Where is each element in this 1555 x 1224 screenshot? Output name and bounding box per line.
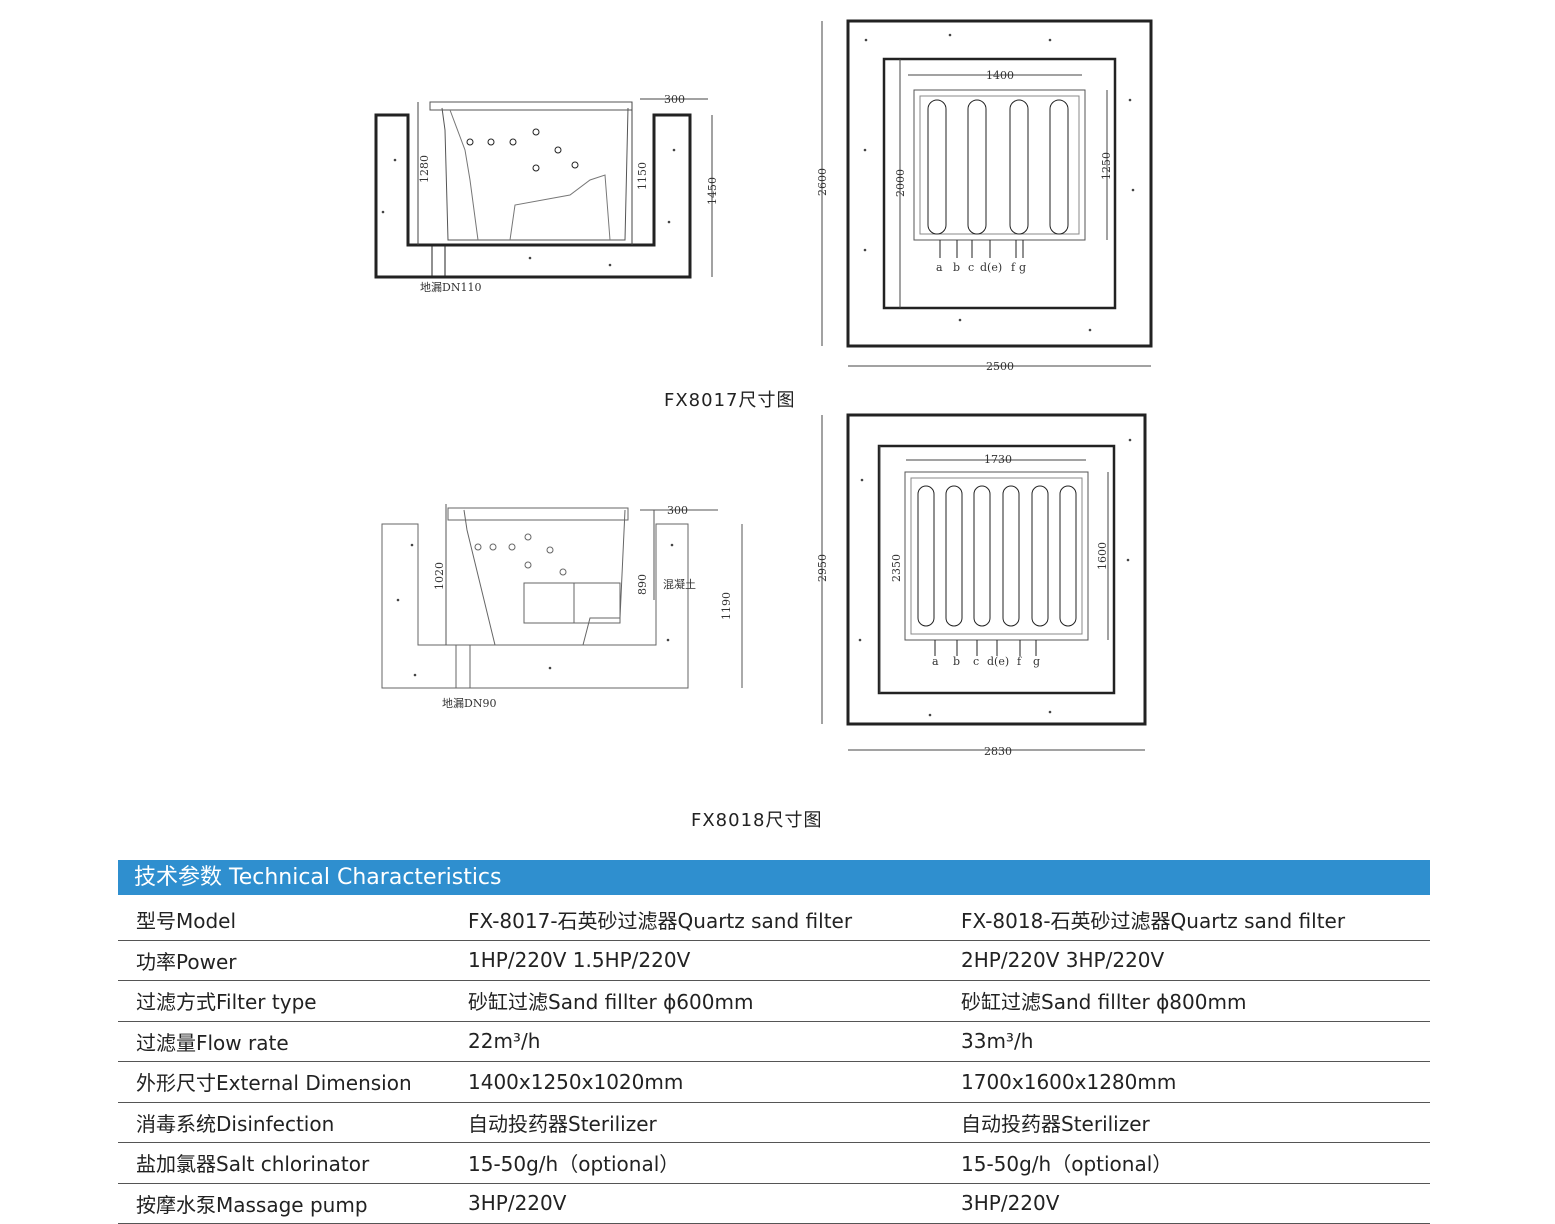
fx8018-plan-view [821, 413, 1147, 751]
spec-label: 消毒系统Disinfection [118, 1102, 450, 1143]
spec-value-fx8017: 22m³/h [450, 1021, 943, 1062]
spec-label: 功率Power [118, 940, 450, 981]
fx8018-port-labels: a b c d(e) f g [932, 655, 1040, 668]
fx8017-drain-label: 地漏DN110 [420, 281, 481, 294]
spec-section-header: 技术参数 Technical Characteristics [118, 860, 1430, 895]
fx8017-port-label: c [968, 261, 974, 274]
table-row: 型号Model FX-8017-石英砂过滤器Quartz sand filter… [118, 900, 1430, 941]
fx8018-dim-1020: 1020 [433, 562, 446, 590]
spec-value-fx8018: 砂缸过滤Sand fillter ϕ800mm [943, 980, 1430, 1022]
spec-value-fx8017: 1HP/220V 1.5HP/220V [450, 940, 943, 981]
spec-value-fx8017: 自动投药器Sterilizer [450, 1102, 943, 1143]
fx8018-port-label: c [973, 655, 979, 668]
fx8017-plan-view [821, 19, 1153, 367]
table-row: 外形尺寸External Dimension 1400x1250x1020mm … [118, 1061, 1430, 1103]
fx8017-dim-2500: 2500 [986, 360, 1014, 373]
fx8018-side-view [381, 504, 743, 689]
fx8018-port-label: f [1017, 655, 1022, 668]
spec-value-fx8018: 3HP/220V [943, 1183, 1430, 1224]
fx8017-dim-1280: 1280 [418, 155, 431, 183]
spec-label: 型号Model [118, 900, 450, 941]
fx8017-dim-1450: 1450 [706, 177, 719, 205]
spec-value-fx8017: 3HP/220V [450, 1183, 943, 1224]
fx8018-caption: FX8018尺寸图 [691, 810, 823, 831]
fx8018-dim-890: 890 [636, 574, 649, 595]
spec-value-fx8017: 1400x1250x1020mm [450, 1061, 943, 1103]
fx8018-drain-label: 地漏DN90 [442, 697, 496, 710]
table-row: 消毒系统Disinfection 自动投药器Sterilizer 自动投药器St… [118, 1102, 1430, 1143]
fx8017-caption: FX8017尺寸图 [664, 390, 796, 411]
fx8018-dim-1190: 1190 [720, 592, 733, 620]
fx8017-dim-1250: 1250 [1100, 152, 1113, 180]
fx8017-dim-2600: 2600 [816, 168, 829, 196]
fx8017-dim-2000: 2000 [894, 169, 907, 197]
spec-value-fx8018: 15-50g/h（optional） [943, 1142, 1430, 1184]
spec-value-fx8017: FX-8017-石英砂过滤器Quartz sand filter [450, 900, 943, 941]
fx8017-port-label: a [936, 261, 943, 274]
spec-value-fx8018: FX-8018-石英砂过滤器Quartz sand filter [943, 900, 1430, 941]
fx8018-port-label: d(e) [987, 655, 1009, 668]
spec-value-fx8017: 15-50g/h（optional） [450, 1142, 943, 1184]
spec-value-fx8018: 自动投药器Sterilizer [943, 1102, 1430, 1143]
technical-drawings: 300 1280 1150 1450 地漏DN110 1400 2000 125… [374, 19, 1153, 758]
spec-value-fx8017: 砂缸过滤Sand fillter ϕ600mm [450, 980, 943, 1022]
concrete-texture [381, 33, 1135, 717]
fx8017-dim-1150: 1150 [636, 162, 649, 190]
spec-label: 过滤方式Filter type [118, 980, 450, 1022]
fx8017-port-label: g [1019, 261, 1026, 274]
fx8018-port-label: a [932, 655, 939, 668]
fx8018-dim-300: 300 [667, 504, 688, 517]
table-row: 过滤量Flow rate 22m³/h 33m³/h [118, 1021, 1430, 1062]
spec-label: 外形尺寸External Dimension [118, 1061, 450, 1103]
table-row: 过滤方式Filter type 砂缸过滤Sand fillter ϕ600mm … [118, 980, 1430, 1022]
spec-table: 型号Model FX-8017-石英砂过滤器Quartz sand filter… [118, 900, 1430, 1224]
fx8018-dim-2350: 2350 [890, 554, 903, 582]
spec-value-fx8018: 1700x1600x1280mm [943, 1061, 1430, 1103]
fx8018-port-label: b [953, 655, 960, 668]
table-row: 功率Power 1HP/220V 1.5HP/220V 2HP/220V 3HP… [118, 940, 1430, 981]
fx8017-dim-300: 300 [664, 93, 685, 106]
table-row: 盐加氯器Salt chlorinator 15-50g/h（optional） … [118, 1142, 1430, 1184]
fx8018-dim-2830: 2830 [984, 745, 1012, 758]
fx8017-port-label: b [953, 261, 960, 274]
fx8018-concrete-label: 混凝土 [663, 577, 696, 591]
fx8018-dim-1730: 1730 [984, 453, 1012, 466]
fx8018-port-label: g [1033, 655, 1040, 668]
fx8017-dim-1400: 1400 [986, 69, 1014, 82]
spec-label: 过滤量Flow rate [118, 1021, 450, 1062]
spec-label: 按摩水泵Massage pump [118, 1183, 450, 1224]
fx8017-port-label: f [1011, 261, 1016, 274]
table-row: 按摩水泵Massage pump 3HP/220V 3HP/220V [118, 1183, 1430, 1224]
fx8017-port-labels: a b c d(e) f g [936, 261, 1026, 274]
spec-label: 盐加氯器Salt chlorinator [118, 1142, 450, 1184]
spec-value-fx8018: 2HP/220V 3HP/220V [943, 940, 1430, 981]
fx8017-port-label: d(e) [980, 261, 1002, 274]
spec-value-fx8018: 33m³/h [943, 1021, 1430, 1062]
fx8017-side-view [374, 98, 713, 279]
fx8018-dim-1600: 1600 [1096, 542, 1109, 570]
fx8018-dim-2950: 2950 [816, 554, 829, 582]
